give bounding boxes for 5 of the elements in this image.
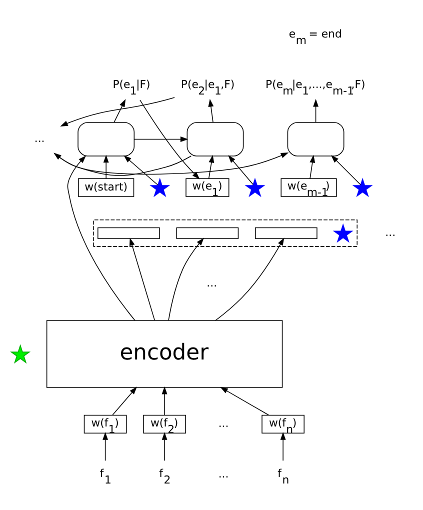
label: ... [206, 276, 218, 290]
label: ... [218, 417, 229, 430]
label: ... [385, 226, 396, 240]
label: ... [218, 468, 229, 481]
node-text: ... [34, 132, 45, 146]
